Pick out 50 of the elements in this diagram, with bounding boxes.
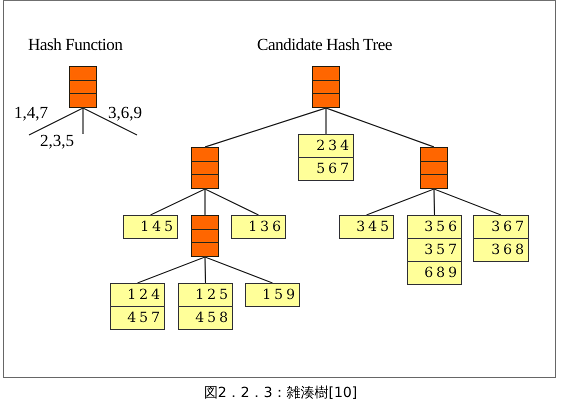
leaf-node xyxy=(298,134,354,181)
connector-line xyxy=(204,256,206,284)
edge-label: 1,4,7 xyxy=(14,104,48,121)
connector-line xyxy=(28,107,84,136)
itemset-label: 345 xyxy=(355,218,393,237)
connector-line xyxy=(366,188,434,216)
connector-line xyxy=(325,108,327,134)
figure-caption: 図2．2．3：雑湊樹[10] xyxy=(202,384,358,402)
hash-bucket xyxy=(191,215,219,257)
leaf-node xyxy=(339,215,394,239)
leaf-node xyxy=(473,215,529,262)
connector-line xyxy=(433,188,436,216)
connector-line xyxy=(204,256,273,284)
itemset-label: 458 xyxy=(179,306,232,329)
edge-label: 2,3,5 xyxy=(40,132,74,149)
leaf-node xyxy=(245,283,300,307)
itemset-label: 356 xyxy=(423,218,461,237)
hash-bucket xyxy=(312,66,340,108)
leaf-node xyxy=(110,283,165,330)
edge-label: 3,6,9 xyxy=(108,104,142,121)
hash-bucket xyxy=(191,147,219,189)
itemset-label: 124 xyxy=(126,286,164,305)
connector-line xyxy=(434,188,502,216)
connector-line xyxy=(204,107,326,148)
itemset-label: 234 xyxy=(315,137,353,156)
itemset-label: 457 xyxy=(111,306,164,329)
connector-line xyxy=(204,188,259,216)
connector-line xyxy=(326,107,434,148)
itemset-label: 125 xyxy=(194,286,232,305)
connector-line xyxy=(82,107,138,136)
hash-bucket xyxy=(69,66,97,108)
itemset-label: 136 xyxy=(247,218,285,237)
connector-line xyxy=(137,256,206,284)
connector-line xyxy=(150,188,206,216)
leaf-node xyxy=(407,215,462,285)
itemset-label: 159 xyxy=(261,286,299,305)
connector-line xyxy=(82,108,84,134)
leaf-node xyxy=(123,215,178,239)
itemset-label: 689 xyxy=(408,261,461,284)
leaf-node xyxy=(231,215,286,239)
itemset-label: 567 xyxy=(299,157,353,180)
itemset-label: 357 xyxy=(408,238,461,261)
section-heading: Candidate Hash Tree xyxy=(257,36,392,54)
hash-bucket xyxy=(420,147,448,189)
leaf-node xyxy=(178,283,233,330)
itemset-label: 367 xyxy=(490,218,528,237)
itemset-label: 368 xyxy=(474,238,528,261)
connector-line xyxy=(204,189,206,215)
section-heading: Hash Function xyxy=(28,36,122,54)
itemset-label: 145 xyxy=(139,218,177,237)
